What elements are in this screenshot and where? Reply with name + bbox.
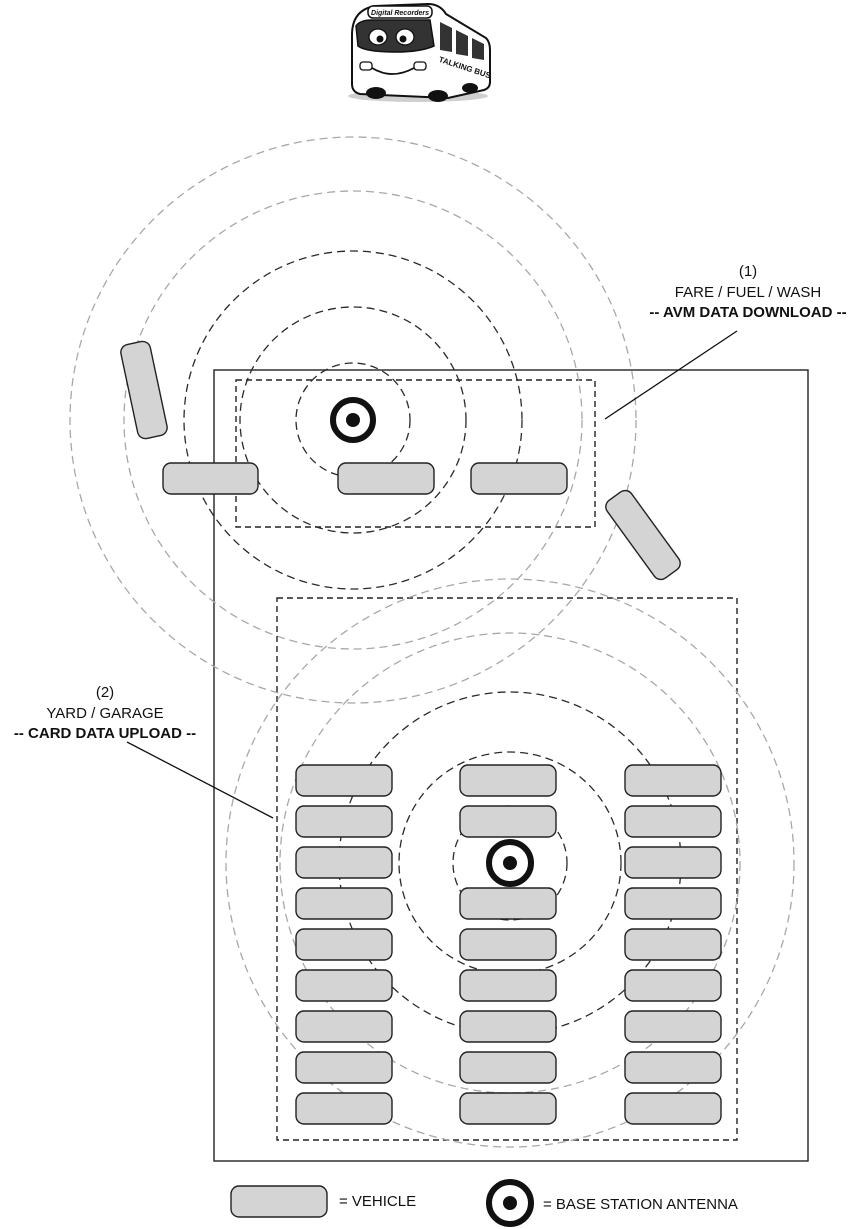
legend-vehicle-label: = VEHICLE [339,1193,416,1210]
vehicle [296,929,392,960]
zone1-title: FARE / FUEL / WASH [675,284,821,301]
zone2-title: YARD / GARAGE [46,705,163,722]
vehicle [625,1011,721,1042]
vehicle [460,1052,556,1083]
talking-bus-logo: Digital Recorders TALKING BUS [348,4,493,102]
base-station-antenna [489,842,531,884]
vehicle [460,1093,556,1124]
vehicle [296,806,392,837]
vehicle [296,1093,392,1124]
legend: = VEHICLE = BASE STATION ANTENNA [231,1182,738,1224]
zone1-leader-line [605,331,737,419]
vehicle [625,806,721,837]
vehicle [625,929,721,960]
vehicle [460,806,556,837]
vehicle [296,765,392,796]
zone2-number: (2) [96,684,114,701]
vehicle [163,463,258,494]
vehicle [460,1011,556,1042]
vehicle [625,847,721,878]
vehicle [296,1011,392,1042]
vehicle [460,765,556,796]
vehicle [296,847,392,878]
vehicle [625,765,721,796]
zone1-number: (1) [739,263,757,280]
vehicle [119,340,168,440]
vehicle [296,970,392,1001]
zone2-subtitle: -- CARD DATA UPLOAD -- [14,725,196,742]
vehicle [603,487,684,582]
vehicle [625,1093,721,1124]
vehicle [460,929,556,960]
vehicle-column-right [625,765,721,1124]
zone1-boundary [236,380,595,527]
vehicle [471,463,567,494]
vehicle [296,888,392,919]
zone1-subtitle: -- AVM DATA DOWNLOAD -- [649,304,846,321]
vehicle [460,970,556,1001]
vehicle [625,970,721,1001]
base-station-antenna [333,400,373,440]
vehicle-column-left [296,765,392,1124]
vehicle [338,463,434,494]
zone2-yard-garage: (2) YARD / GARAGE -- CARD DATA UPLOAD -- [14,579,794,1147]
legend-vehicle-swatch [231,1186,327,1217]
vehicle [625,888,721,919]
zone1-fare-fuel-wash: (1) FARE / FUEL / WASH -- AVM DATA DOWNL… [70,137,847,703]
vehicle [625,1052,721,1083]
legend-antenna-icon [489,1182,531,1224]
legend-antenna-label: = BASE STATION ANTENNA [543,1196,738,1213]
vehicle [296,1052,392,1083]
bus-sign-text: Digital Recorders [371,10,429,17]
zone2-leader-line [127,742,273,818]
vehicle-column-center [460,765,556,1124]
vehicle [460,888,556,919]
